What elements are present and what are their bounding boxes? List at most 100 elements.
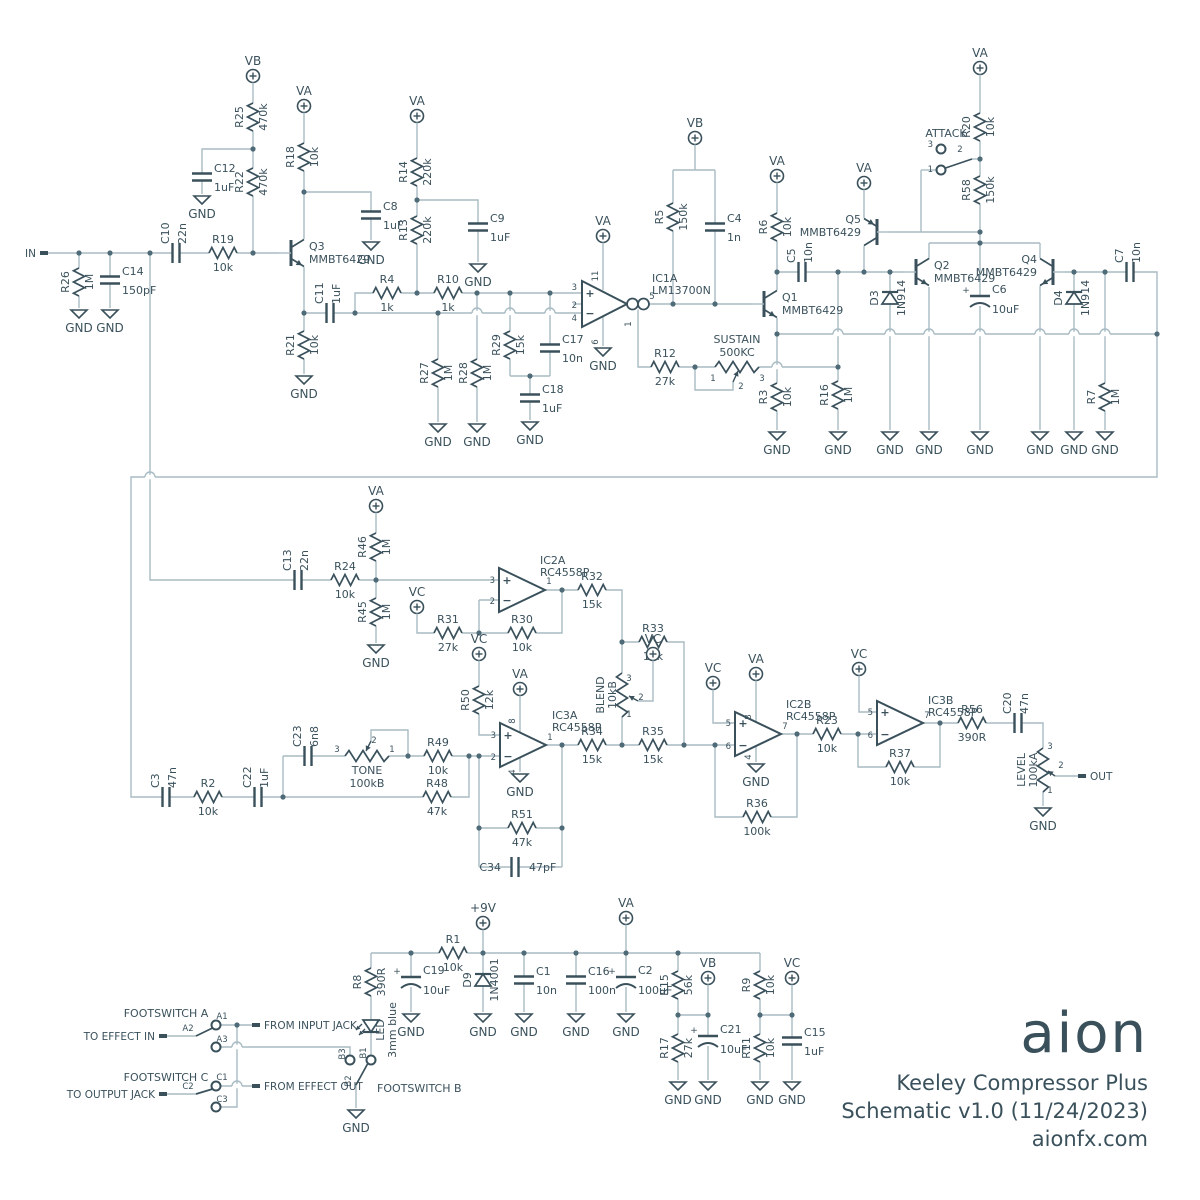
- resistor-ref: R10: [437, 273, 459, 286]
- wire-hop: [471, 307, 483, 314]
- pin-label: 4: [572, 314, 577, 324]
- pin-label: 3: [490, 576, 495, 586]
- wire: [667, 641, 685, 745]
- pin-label: 3: [1047, 742, 1052, 752]
- resistor-R4: [372, 285, 402, 301]
- wire: [771, 734, 798, 818]
- capacitor-ref: C4: [727, 212, 742, 225]
- wire-hop: [923, 328, 935, 335]
- resistor-value: 1M: [1109, 389, 1122, 406]
- ground-symbol: [746, 763, 766, 774]
- pin-label: 2: [1058, 761, 1063, 771]
- ground-symbol: [767, 431, 787, 442]
- capacitor-value: 6n8: [308, 726, 321, 747]
- pin-label: 1: [624, 321, 634, 326]
- ic-label: RC4558P: [540, 566, 590, 579]
- plus-input-sign: +: [738, 717, 747, 730]
- ground-symbol: [566, 1013, 586, 1024]
- plus-sign: +: [608, 967, 616, 977]
- capacitor-value: 1uF: [258, 768, 271, 788]
- resistor-ref: R19: [212, 233, 234, 246]
- pot-value: 100kB: [350, 777, 385, 790]
- capacitor-value: 1uF: [214, 181, 234, 194]
- opamp-IC3B-body: [876, 699, 926, 747]
- pin-label: 2: [371, 736, 376, 746]
- capacitor-ref: C10: [159, 222, 172, 244]
- pin-label: 7: [924, 711, 929, 721]
- arrowhead: [365, 745, 371, 751]
- ground-label: GND: [516, 433, 544, 447]
- resistor-R58: [972, 175, 988, 205]
- curved-plate: [969, 302, 991, 308]
- power-label: VC: [645, 632, 662, 646]
- resistor-ref: R35: [642, 725, 664, 738]
- pin-label: A3: [216, 1035, 227, 1045]
- power-label: +9V: [470, 901, 497, 915]
- wire: [130, 271, 1158, 798]
- ota-output-bubble: [626, 297, 639, 311]
- resistor-R24: [330, 572, 360, 588]
- resistor-value: 1M: [83, 274, 96, 291]
- pin-label: 1: [547, 733, 552, 743]
- junction-dot: [435, 310, 441, 316]
- junction-dot: [414, 197, 420, 203]
- capacitor-value: 10n: [802, 242, 815, 263]
- resistor-ref: R3: [757, 390, 770, 405]
- transistor-ref: Q2: [934, 259, 950, 272]
- section-label: FOOTSWITCH B: [377, 1082, 462, 1095]
- junction-dot: [861, 269, 867, 275]
- ground-label: GND: [397, 1025, 425, 1039]
- wire: [638, 668, 654, 702]
- ground-symbol: [616, 1013, 636, 1024]
- resistor-value: 10k: [817, 742, 838, 755]
- capacitor-value: 47n: [166, 767, 179, 788]
- junction-dot: [147, 250, 153, 256]
- junction-dot: [789, 1012, 795, 1018]
- ground-symbol: [520, 421, 540, 432]
- resistor-R51: [507, 820, 537, 836]
- junction-dot: [774, 269, 780, 275]
- resistor-value: 10k: [308, 334, 321, 355]
- junction-dot: [712, 301, 718, 307]
- resistor-value: 10k: [781, 386, 794, 407]
- resistor-R46: [368, 532, 384, 562]
- segment: [915, 257, 930, 268]
- junction-dot: [619, 742, 625, 748]
- junction-dot: [623, 950, 629, 956]
- junction-dot: [234, 1022, 240, 1028]
- resistor-ref: R50: [459, 689, 472, 711]
- ground-label: GND: [763, 443, 791, 457]
- curved-plate: [400, 983, 422, 989]
- resistor-R23: [812, 726, 842, 742]
- resistor-ref: R5: [653, 210, 666, 225]
- segment: [290, 238, 305, 249]
- plus-input-sign: +: [502, 574, 511, 587]
- plus-sign: +: [393, 967, 401, 977]
- resistor-body: [769, 212, 785, 242]
- resistor-body: [972, 175, 988, 205]
- resistor-R16: [830, 380, 846, 410]
- arrowhead: [359, 1030, 364, 1035]
- power-label: VA: [856, 161, 872, 175]
- resistor-ref: R31: [437, 613, 459, 626]
- pot-name: TONE: [351, 764, 383, 777]
- resistor-value: 1k: [380, 301, 394, 314]
- diode-body: [880, 290, 900, 305]
- terminal-pad: [252, 1023, 260, 1027]
- junction-dot: [527, 373, 533, 379]
- junction-dot: [280, 794, 286, 800]
- resistor-value: 150k: [984, 176, 997, 204]
- capacitor-value: 10uF: [992, 303, 1019, 316]
- ground-label: GND: [746, 1093, 774, 1107]
- led-value: 3mm blue: [386, 1002, 399, 1058]
- resistor-R25: [245, 102, 261, 132]
- resistor-ref: R13: [397, 219, 410, 241]
- pin-label: 4: [744, 754, 754, 759]
- pin-label: 5: [649, 292, 654, 302]
- capacitor-value: 47n: [1018, 693, 1031, 714]
- hop-gap: [472, 310, 482, 316]
- resistor-ref: R9: [740, 978, 753, 993]
- resistor-ref: R48: [426, 777, 448, 790]
- led-body: [361, 1019, 381, 1034]
- pin-label: 3: [928, 140, 933, 150]
